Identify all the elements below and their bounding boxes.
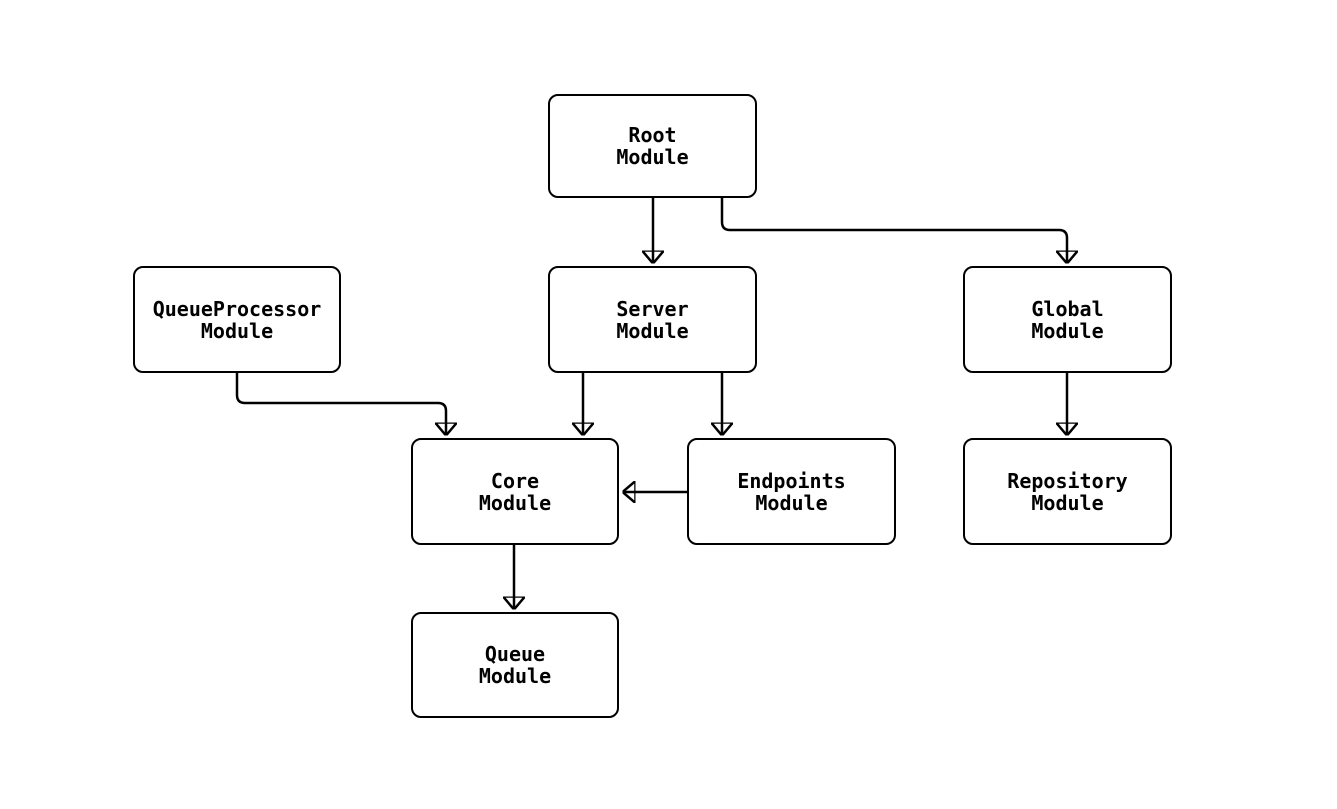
- node-queueprocessor-module: QueueProcessor Module: [133, 266, 341, 373]
- node-core-module: Core Module: [411, 438, 619, 545]
- node-queueprocessor-module-label: QueueProcessor Module: [152, 296, 322, 343]
- node-repository-module: Repository Module: [963, 438, 1172, 545]
- node-core-module-label: Core Module: [478, 468, 552, 515]
- node-queue-module: Queue Module: [411, 612, 619, 718]
- node-global-module-label: Global Module: [1031, 296, 1104, 343]
- node-root-module: Root Module: [548, 94, 757, 198]
- node-repository-module-label: Repository Module: [1007, 468, 1128, 515]
- node-endpoints-module: Endpoints Module: [687, 438, 896, 545]
- node-server-module-label: Server Module: [616, 296, 689, 343]
- node-server-module: Server Module: [548, 266, 757, 373]
- node-root-module-label: Root Module: [616, 123, 689, 169]
- node-queue-module-label: Queue Module: [478, 642, 552, 688]
- edge-root-to-global: [720, 197, 1067, 263]
- node-global-module: Global Module: [963, 266, 1172, 373]
- node-endpoints-module-label: Endpoints Module: [737, 468, 846, 515]
- edge-queueprocessor-to-core: [235, 373, 446, 435]
